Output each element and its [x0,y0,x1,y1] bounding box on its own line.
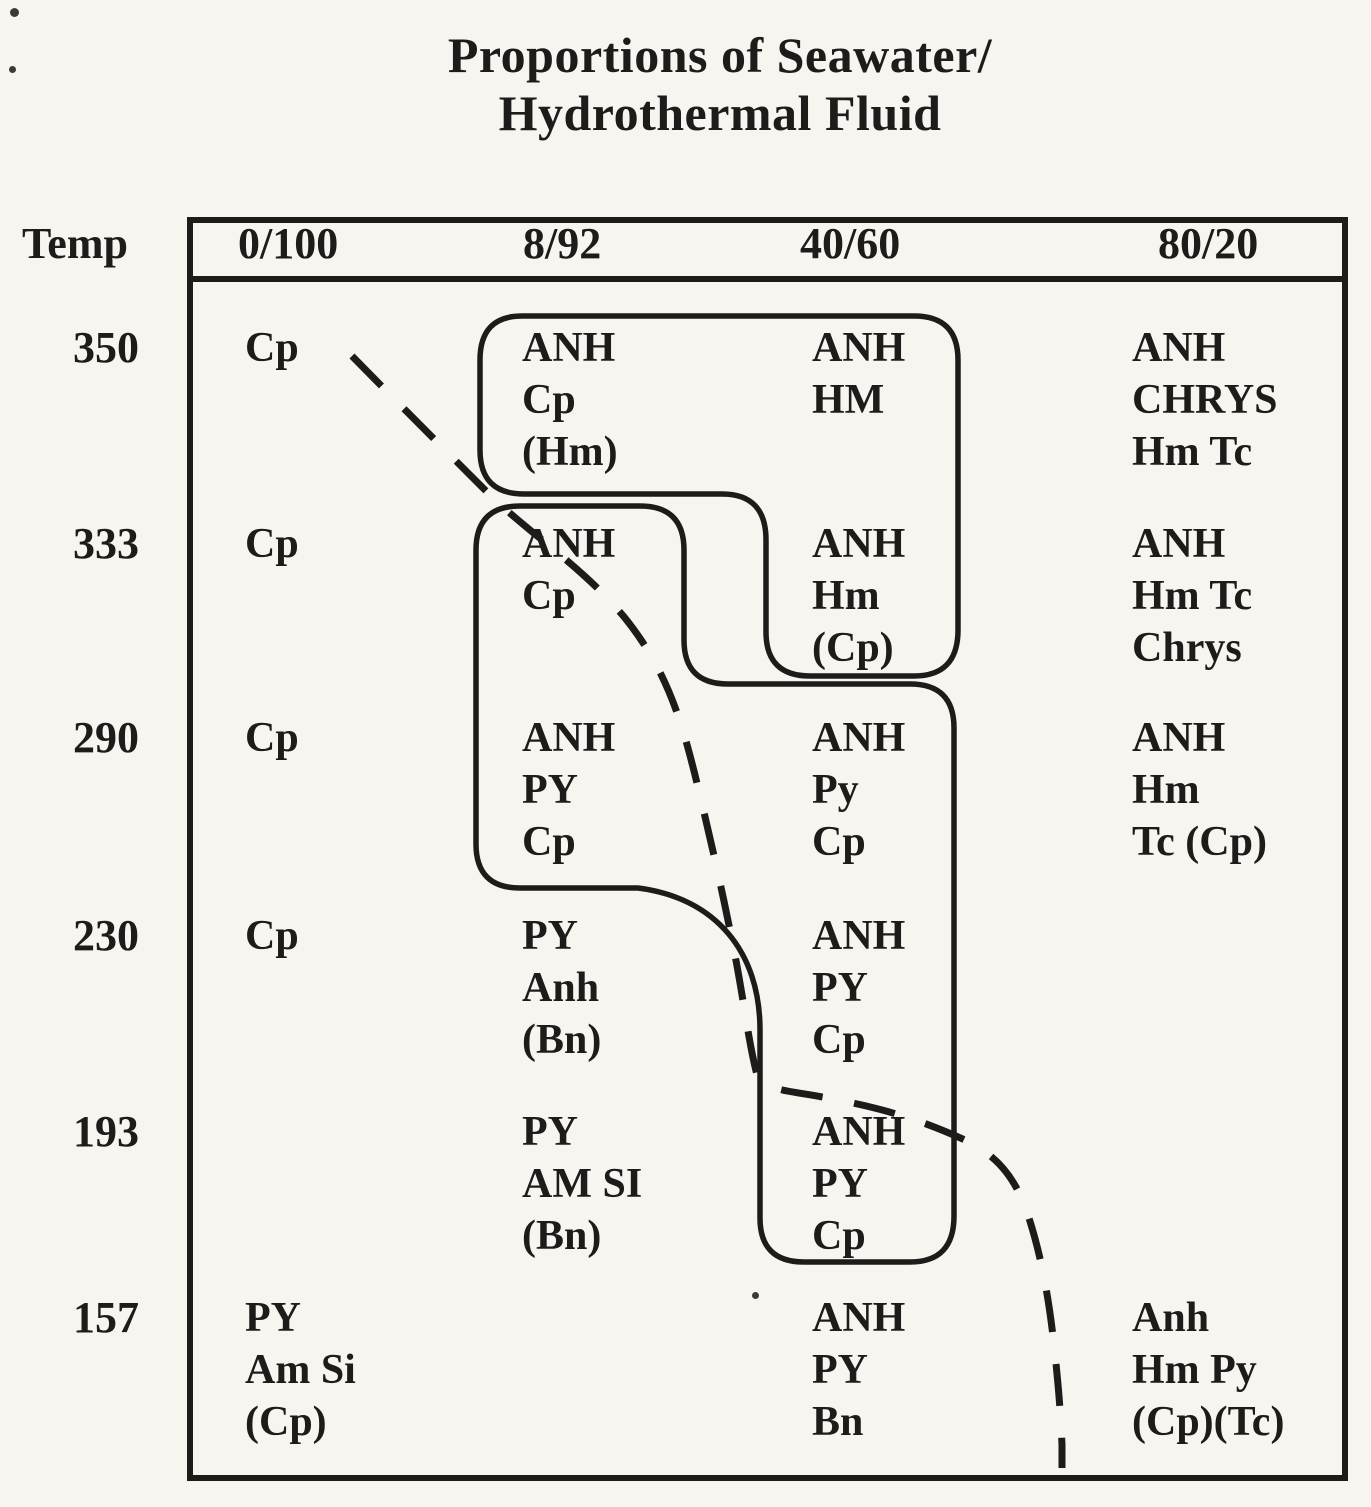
assemblage-line: ANH [812,521,906,567]
assemblage-line: Hm Tc [1132,429,1253,475]
cell-333-80-20: ANH Hm Tc Chrys [1132,518,1252,674]
assemblage-line: Cp [245,715,299,761]
scan-speck [10,8,19,17]
assemblage-line: Am Si [245,1347,356,1393]
cell-230-40-60: ANH PY Cp [812,910,905,1066]
cell-333-40-60: ANH Hm (Cp) [812,518,905,674]
assemblage-line: Hm [812,573,880,619]
cell-333-8-92: ANH Cp [522,518,615,622]
assemblage-line: ANH [812,325,906,371]
assemblage-line: PY [812,1347,868,1393]
cell-350-40-60: ANH HM [812,322,905,426]
assemblage-line: (Cp) [812,625,894,671]
cell-230-8-92: PY Anh (Bn) [522,910,601,1066]
assemblage-line: Hm Tc [1132,573,1253,619]
temp-label-333: 333 [73,519,139,568]
assemblage-line: Cp [522,377,576,423]
assemblage-line: ANH [812,913,906,959]
cell-350-80-20: ANH CHRYS Hm Tc [1132,322,1278,478]
assemblage-line: (Cp) [245,1399,327,1445]
assemblage-line: PY [812,965,868,1011]
scan-speck [752,1292,759,1299]
cell-157-0-100: PY Am Si (Cp) [245,1292,356,1448]
assemblage-line: Cp [812,819,866,865]
assemblage-line: Cp [245,521,299,567]
assemblage-line: PY [522,913,578,959]
temp-label-193: 193 [73,1107,139,1156]
temp-label-230: 230 [73,911,139,960]
figure-title-line1: Proportions of Seawater/ [447,27,993,83]
assemblage-line: PY [522,1109,578,1155]
temp-label-350: 350 [73,323,139,372]
column-header-80-20: 80/20 [1158,219,1259,268]
assemblage-line: Cp [245,913,299,959]
cell-350-8-92: ANH Cp (Hm) [522,322,618,478]
mixing-line-dashed [349,353,1066,1468]
column-header-40-60: 40/60 [800,219,901,268]
figure-title: Proportions of Seawater/ Hydrothermal Fl… [100,26,1340,142]
assemblage-line: ANH [522,715,616,761]
temp-column-header: Temp [22,219,128,268]
assemblage-line: Anh [522,965,600,1011]
assemblage-line: (Hm) [522,429,618,475]
assemblage-line: Cp [522,573,576,619]
cell-157-40-60: ANH PY Bn [812,1292,905,1448]
assemblage-line: Bn [812,1399,864,1445]
assemblage-line: Hm [1132,767,1200,813]
assemblage-line: Tc (Cp) [1132,819,1267,865]
assemblage-line: Py [812,767,859,813]
assemblage-line: AM SI [522,1161,643,1207]
assemblage-line: ANH [1132,521,1226,567]
assemblage-line: Hm Py [1132,1347,1257,1393]
assemblage-line: Chrys [1132,625,1242,671]
cell-333-0-100: Cp [245,518,299,570]
assemblage-line: CHRYS [1132,377,1278,423]
cell-290-0-100: Cp [245,712,299,764]
assemblage-line: (Bn) [522,1213,602,1259]
assemblage-line: (Bn) [522,1017,602,1063]
assemblage-line: HM [812,377,885,423]
assemblage-line: Cp [245,325,299,371]
assemblage-line: PY [245,1295,301,1341]
assemblage-line: ANH [1132,715,1226,761]
cell-157-80-20: Anh Hm Py (Cp)(Tc) [1132,1292,1284,1448]
assemblage-line: PY [812,1161,868,1207]
assemblage-line: (Cp)(Tc) [1132,1399,1285,1445]
figure-title-line2: Hydrothermal Fluid [498,85,942,141]
assemblage-line: Cp [812,1213,866,1259]
assemblage-line: ANH [522,325,616,371]
assemblage-line: ANH [812,715,906,761]
cell-290-80-20: ANH Hm Tc (Cp) [1132,712,1267,868]
cell-350-0-100: Cp [245,322,299,374]
scan-speck [9,66,16,73]
assemblage-line: ANH [522,521,616,567]
cell-230-0-100: Cp [245,910,299,962]
assemblage-line: PY [522,767,578,813]
cell-193-40-60: ANH PY Cp [812,1106,905,1262]
cell-193-8-92: PY AM SI (Bn) [522,1106,642,1262]
assemblage-line: Anh [1132,1295,1210,1341]
assemblage-line: ANH [812,1109,906,1155]
assemblage-line: Cp [522,819,576,865]
assemblage-line: Cp [812,1017,866,1063]
temp-label-157: 157 [73,1293,139,1342]
temp-label-290: 290 [73,713,139,762]
assemblage-line: ANH [812,1295,906,1341]
column-header-8-92: 8/92 [523,219,602,268]
assemblage-line: ANH [1132,325,1226,371]
cell-290-8-92: ANH PY Cp [522,712,615,868]
column-header-0-100: 0/100 [238,219,339,268]
